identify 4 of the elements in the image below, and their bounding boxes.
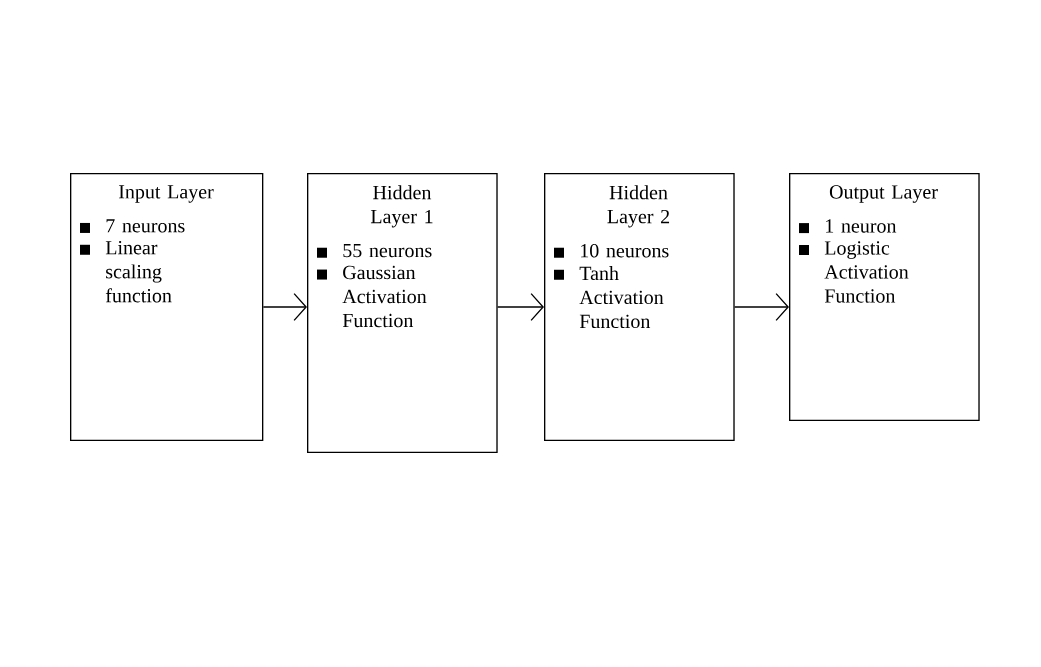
layer-box: Hidden Layer 2 10 neurons Tanh Activation Function <box>544 173 735 441</box>
layer-box: Input Layer 7 neurons Linear scaling function <box>70 173 264 441</box>
layer-box: Hidden Layer 1 55 neurons Gaussian Activation Function <box>307 173 498 453</box>
layer-box: Output Layer 1 neuron Logistic Activation Function <box>789 173 980 421</box>
